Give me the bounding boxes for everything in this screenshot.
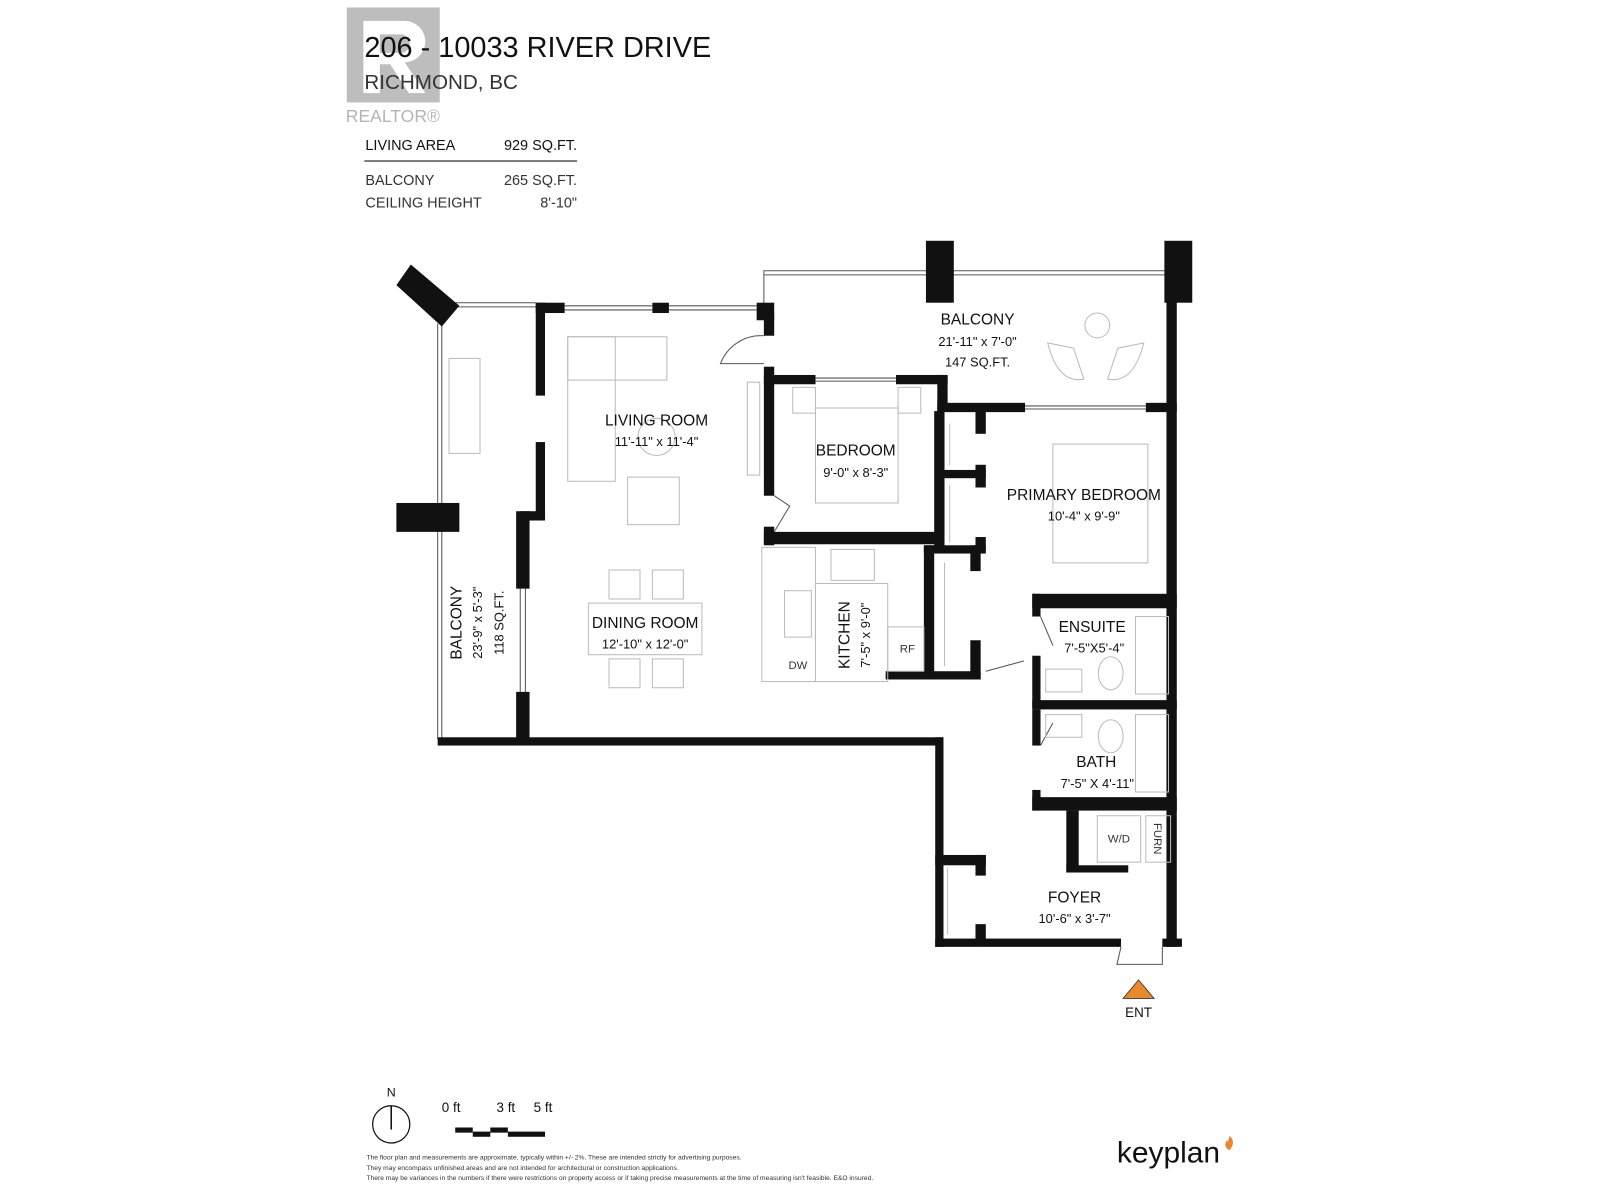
room-bath: BATH 7'-5" X 4'-11" bbox=[1061, 754, 1135, 791]
scale-label: 3 ft bbox=[497, 1100, 516, 1115]
washer-dryer-label: W/D bbox=[1108, 834, 1130, 846]
room-dimensions: 7'-5"X5'-4" bbox=[1064, 641, 1124, 656]
realtor-logo-text: REALTOR® bbox=[346, 106, 440, 126]
room-name: LIVING ROOM bbox=[605, 413, 708, 430]
room-dimensions: 7'-5" x 9'-0" bbox=[858, 602, 873, 667]
scale-bar bbox=[455, 1127, 546, 1137]
entrance-label: ENT bbox=[1125, 1005, 1152, 1020]
room-living: LIVING ROOM 11'-11" x 11'-4" bbox=[605, 413, 708, 450]
room-name: FOYER bbox=[1048, 889, 1101, 906]
stat-label: CEILING HEIGHT bbox=[365, 196, 481, 212]
room-balcony-left: BALCONY 23'-9" x 5'-3" 118 SQ.FT. bbox=[448, 586, 506, 660]
realtor-logo: REALTOR® bbox=[346, 7, 440, 126]
room-area: 118 SQ.FT. bbox=[492, 591, 507, 655]
dishwasher-label: DW bbox=[788, 660, 807, 672]
disclaimer-line: The floor plan and measurements are appr… bbox=[366, 1154, 741, 1161]
room-bedroom: BEDROOM 9'-0" x 8'-3" bbox=[816, 442, 896, 480]
area-stats: LIVING AREA 929 SQ.FT. BALCONY 265 SQ.FT… bbox=[364, 138, 578, 212]
scale-label: 5 ft bbox=[534, 1100, 553, 1115]
room-name: BEDROOM bbox=[816, 442, 896, 459]
stats-divider bbox=[364, 160, 578, 162]
room-dimensions: 12'-10" x 12'-0" bbox=[602, 637, 689, 652]
furniture bbox=[448, 312, 1172, 863]
room-name: PRIMARY BEDROOM bbox=[1007, 487, 1161, 504]
room-dimensions: 23'-9" x 5'-3" bbox=[470, 586, 485, 659]
room-area: 147 SQ.FT. bbox=[945, 355, 1010, 370]
disclaimer: The floor plan and measurements are appr… bbox=[366, 1154, 873, 1182]
room-dimensions: 21'-11" x 7'-0" bbox=[938, 334, 1017, 349]
stat-label: LIVING AREA bbox=[365, 138, 455, 154]
room-name: KITCHEN bbox=[837, 601, 854, 669]
room-name: DINING ROOM bbox=[592, 615, 699, 632]
room-kitchen: KITCHEN 7'-5" x 9'-0" bbox=[837, 601, 874, 669]
floor-plan bbox=[396, 240, 1193, 965]
keyplan-logo: keyplan bbox=[1117, 1137, 1220, 1170]
room-dimensions: 10'-6" x 3'-7" bbox=[1039, 911, 1112, 926]
room-balcony-top: BALCONY 21'-11" x 7'-0" 147 SQ.FT. bbox=[938, 311, 1017, 369]
room-primary-bedroom: PRIMARY BEDROOM 10'-4" x 9'-9" bbox=[1007, 487, 1161, 524]
room-ensuite: ENSUITE 7'-5"X5'-4" bbox=[1059, 619, 1126, 656]
room-name: BALCONY bbox=[448, 586, 465, 660]
scale-label: 0 ft bbox=[442, 1100, 461, 1115]
stat-value: 8'-10" bbox=[540, 196, 577, 212]
disclaimer-line: They may encompass unfinished areas and … bbox=[366, 1165, 678, 1172]
compass-north-label: N bbox=[387, 1086, 396, 1100]
entrance-marker-icon bbox=[1122, 979, 1155, 999]
room-dimensions: 11'-11" x 11'-4" bbox=[615, 434, 699, 449]
room-name: BALCONY bbox=[941, 311, 1015, 328]
room-dimensions: 9'-0" x 8'-3" bbox=[823, 465, 888, 480]
keyplan-flame-icon bbox=[1225, 1135, 1234, 1151]
room-name: ENSUITE bbox=[1059, 619, 1126, 636]
page-subtitle: RICHMOND, BC bbox=[364, 71, 518, 94]
page-title: 206 - 10033 RIVER DRIVE bbox=[364, 32, 711, 64]
room-dimensions: 7'-5" X 4'-11" bbox=[1061, 776, 1135, 791]
room-name: BATH bbox=[1076, 754, 1116, 771]
compass-icon bbox=[372, 1105, 411, 1144]
room-dimensions: 10'-4" x 9'-9" bbox=[1048, 509, 1121, 524]
stat-label: BALCONY bbox=[365, 173, 434, 189]
furnace-label: FURN bbox=[1151, 823, 1163, 855]
room-dining: DINING ROOM 12'-10" x 12'-0" bbox=[592, 615, 699, 652]
room-foyer: FOYER 10'-6" x 3'-7" bbox=[1039, 889, 1112, 926]
disclaimer-line: There may be variances in the numbers if… bbox=[366, 1175, 873, 1182]
stat-value: 929 SQ.FT. bbox=[504, 138, 577, 154]
stat-value: 265 SQ.FT. bbox=[504, 173, 577, 189]
fridge-label: RF bbox=[900, 644, 915, 656]
